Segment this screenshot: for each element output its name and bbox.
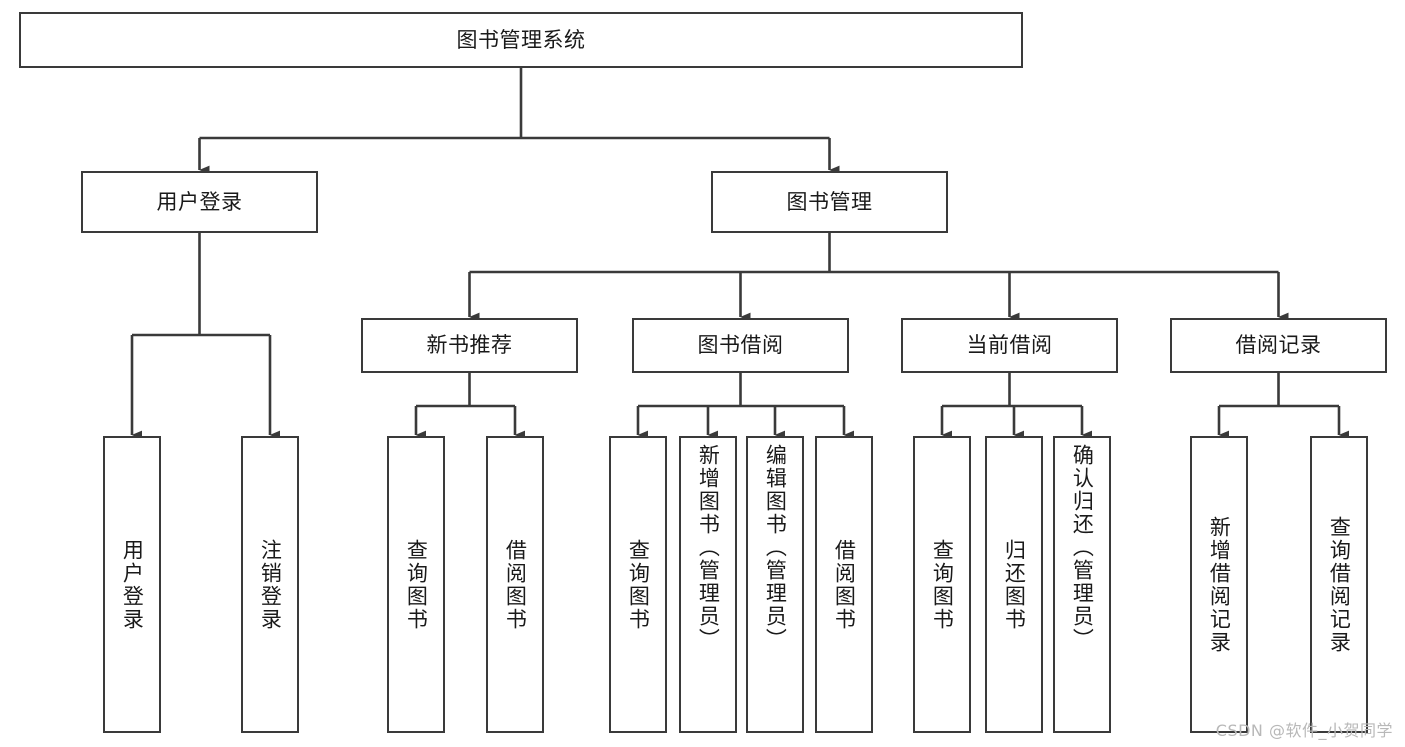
node-label: 归还图书 [1002, 538, 1027, 631]
watermark: CSDN @软件_小贺同学 [1215, 721, 1393, 740]
node-label: 注销登录 [258, 538, 283, 631]
node-leaf-user-login[interactable]: 用户登录 [103, 436, 161, 733]
node-label: 查询借阅记录 [1327, 515, 1352, 654]
node-leaf-return-book[interactable]: 归还图书 [985, 436, 1043, 733]
node-label: 图书管理 [786, 189, 873, 214]
node-leaf-query-book-2[interactable]: 查询图书 [609, 436, 667, 733]
node-label: 查询图书 [626, 538, 651, 631]
node-new-book-rec[interactable]: 新书推荐 [361, 318, 578, 373]
node-leaf-add-record[interactable]: 新增借阅记录 [1190, 436, 1248, 733]
node-label: 当前借阅 [966, 333, 1053, 358]
node-leaf-logout[interactable]: 注销登录 [241, 436, 299, 733]
node-label: 确认归还（管理员） [1070, 444, 1095, 651]
node-label: 用户登录 [156, 189, 243, 214]
node-label: 借阅记录 [1235, 333, 1322, 358]
node-label: 编辑图书（管理员） [763, 444, 788, 651]
node-borrow-record[interactable]: 借阅记录 [1170, 318, 1387, 373]
node-leaf-add-book[interactable]: 新增图书（管理员） [679, 436, 737, 733]
node-label: 借阅图书 [832, 538, 857, 631]
node-leaf-query-record[interactable]: 查询借阅记录 [1310, 436, 1368, 733]
node-leaf-confirm-return[interactable]: 确认归还（管理员） [1053, 436, 1111, 733]
node-label: 用户登录 [120, 538, 145, 631]
node-book-manage[interactable]: 图书管理 [711, 171, 948, 233]
node-label: 新增借阅记录 [1207, 515, 1232, 654]
node-label: 借阅图书 [503, 538, 528, 631]
node-label: 查询图书 [404, 538, 429, 631]
node-label: 新增图书（管理员） [696, 444, 721, 651]
node-leaf-borrow-book-2[interactable]: 借阅图书 [815, 436, 873, 733]
node-user-login[interactable]: 用户登录 [81, 171, 318, 233]
node-leaf-query-book-1[interactable]: 查询图书 [387, 436, 445, 733]
node-label: 图书管理系统 [456, 27, 586, 52]
node-root-system[interactable]: 图书管理系统 [19, 12, 1023, 68]
node-book-borrow[interactable]: 图书借阅 [632, 318, 849, 373]
node-leaf-borrow-book-1[interactable]: 借阅图书 [486, 436, 544, 733]
node-label: 查询图书 [930, 538, 955, 631]
node-leaf-edit-book[interactable]: 编辑图书（管理员） [746, 436, 804, 733]
node-leaf-query-book-3[interactable]: 查询图书 [913, 436, 971, 733]
node-label: 新书推荐 [426, 333, 513, 358]
node-label: 图书借阅 [697, 333, 784, 358]
node-current-borrow[interactable]: 当前借阅 [901, 318, 1118, 373]
